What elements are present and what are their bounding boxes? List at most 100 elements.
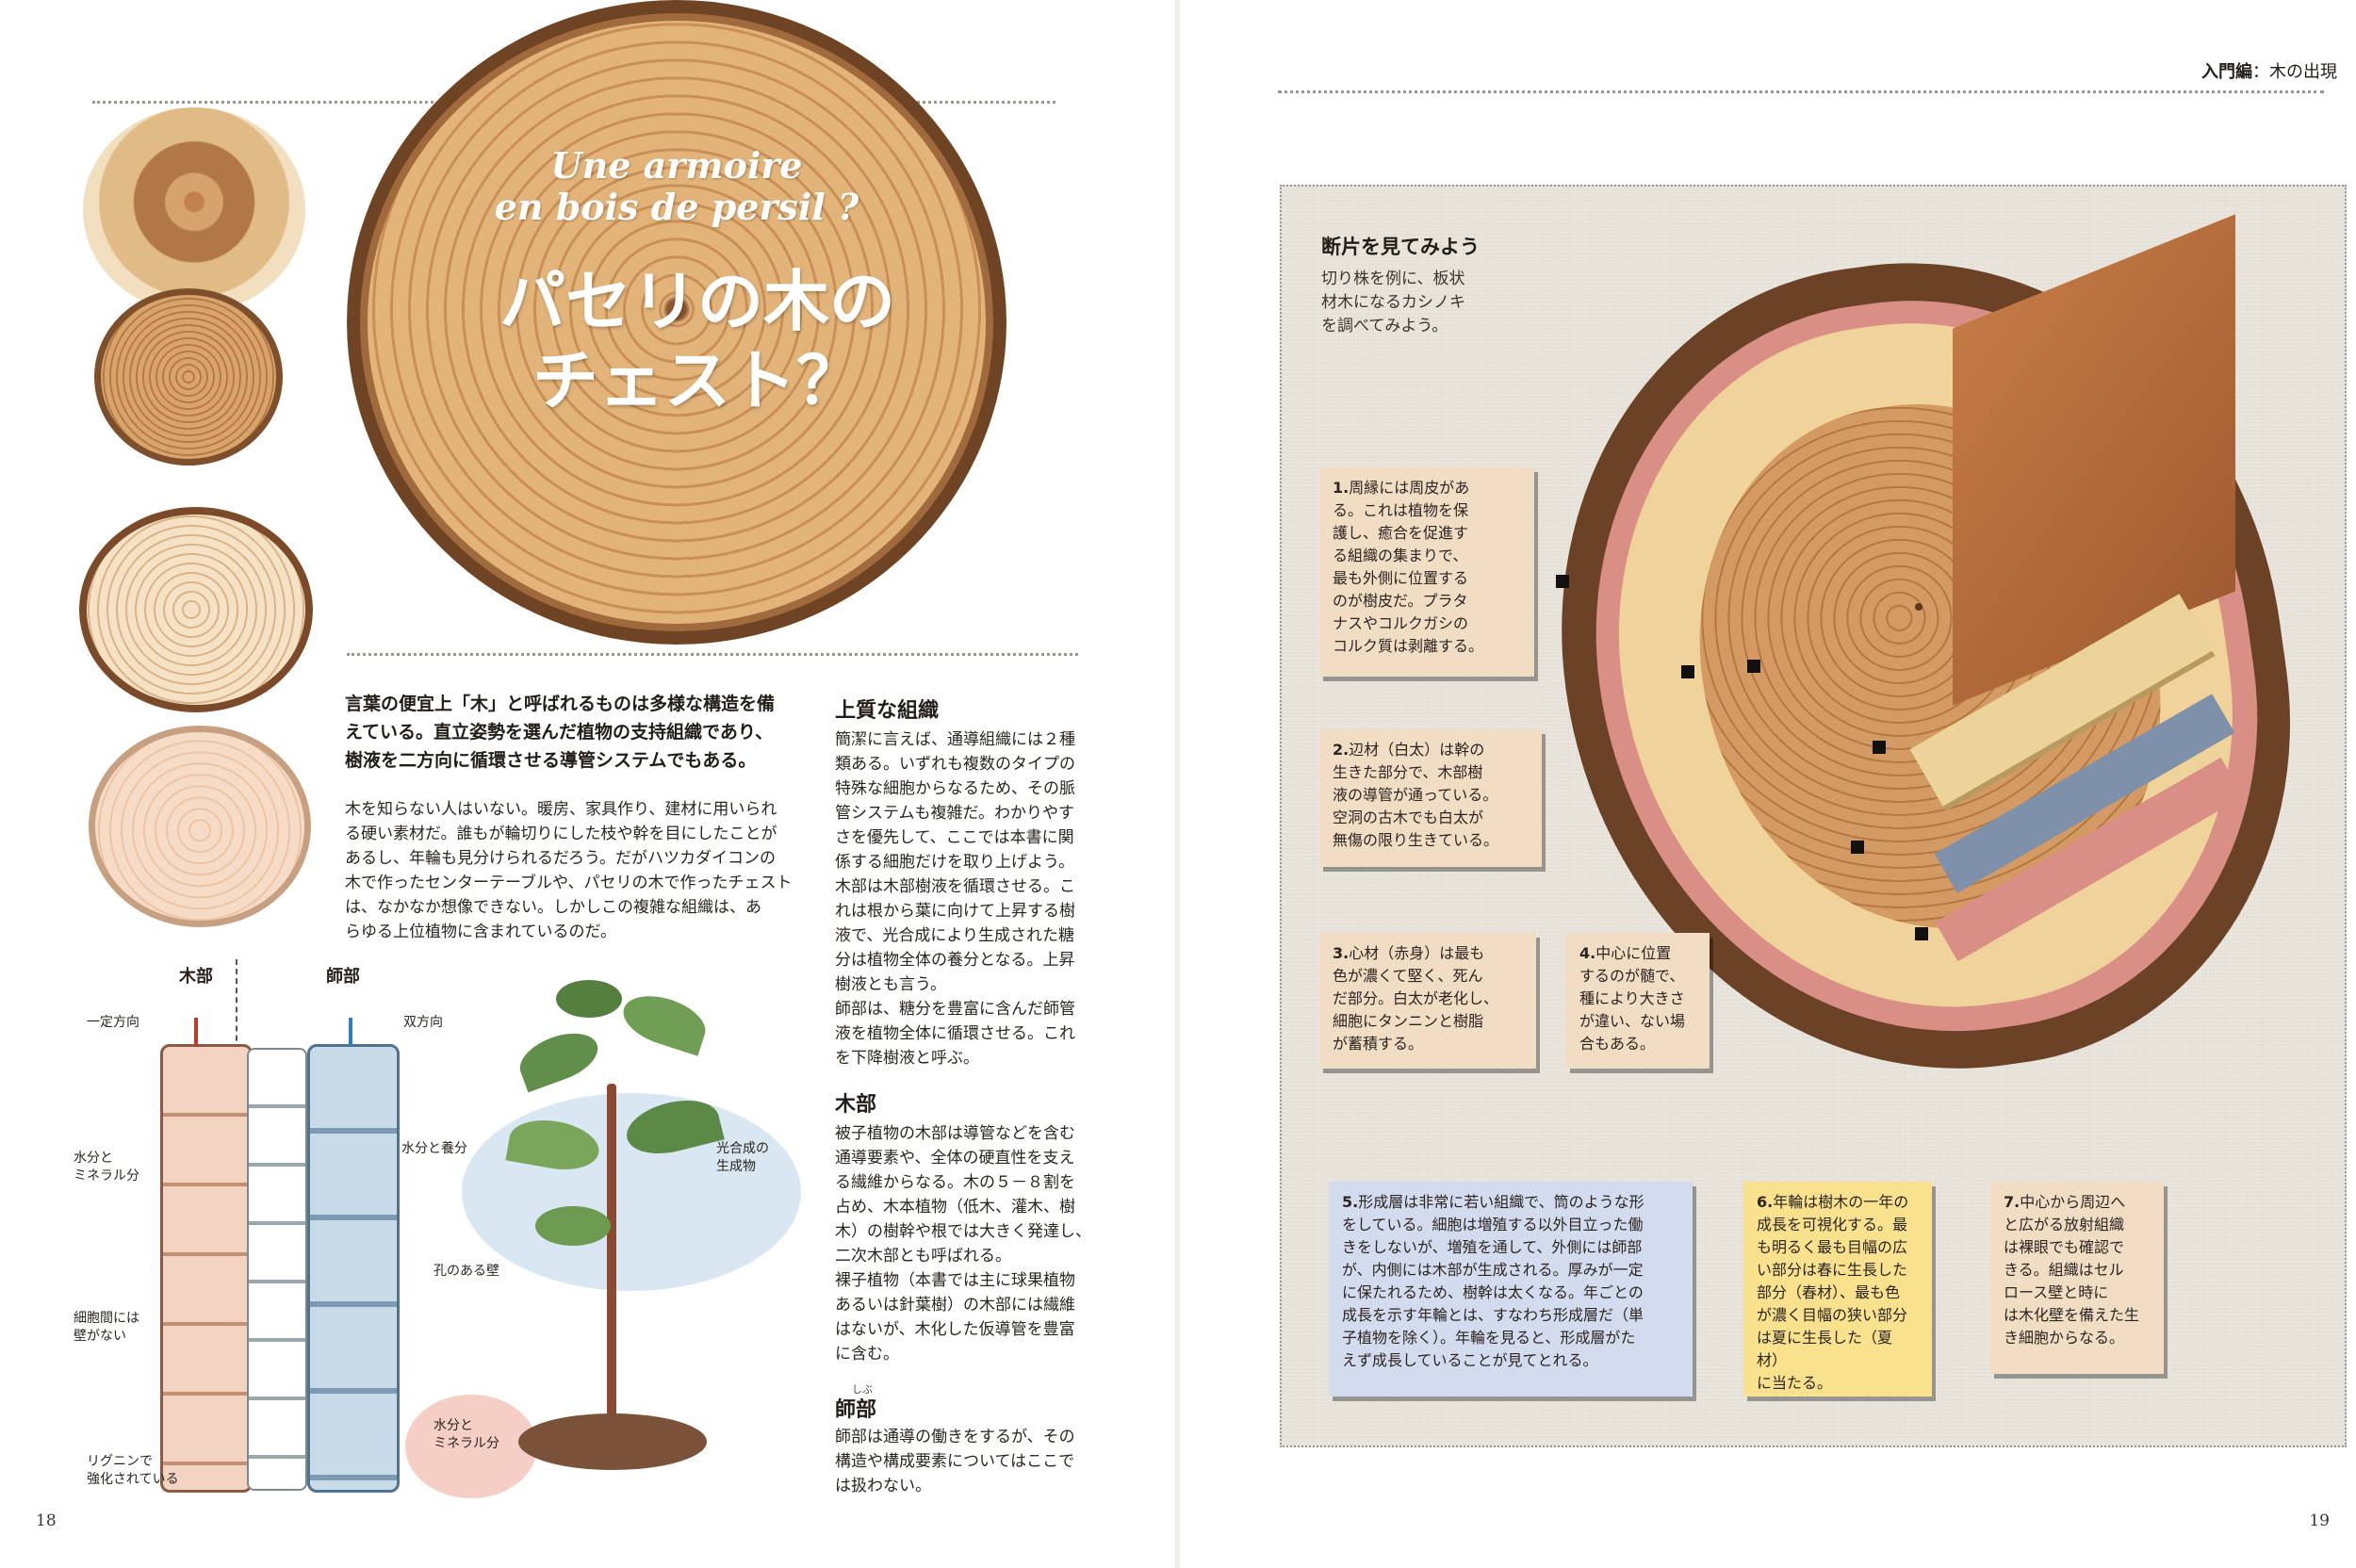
callout-text: 中心から周辺へ と広がる放射組織 は裸眼でも確認で きる。組織はセル ロース壁と… [2004,1193,2140,1347]
callout-number: 3. [1333,944,1350,962]
callout-5-cambium: 5.形成層は非常に若い組織で、筒のような形 をしている。細胞は増殖する以外目立っ… [1329,1182,1693,1396]
intro-line: は、なかなか想像できない。しかしこの複雑な組織は、あ [345,898,761,917]
callout-text: 中心に位置 するのが髄で、 種により大きさ が違い、ない場 合もある。 [1579,944,1686,1053]
left-page: Une armoire en bois de persil ? パセリの木の チ… [0,0,1176,1568]
body-line: 簡潔に言えば、通導組織には２種 [835,730,1075,749]
section-heading-phloem: 師部 [835,1398,877,1422]
label-two-way: 双方向 [403,1015,443,1030]
callout-3-heartwood: 3.心材（赤身）は最も 色が濃くて堅く、死ん だ部分。白太が老化し、 細胞にタン… [1319,933,1536,1069]
phloem-sieve-tube [307,1044,400,1493]
page-number-right: 19 [2309,1511,2330,1530]
callout-2-sapwood: 2.辺材（白太）は幹の 生きた部分で、木部樹 液の導管が通っている。 空洞の古木… [1319,729,1542,867]
up-arrow-icon [194,1018,198,1046]
label-photosynthesis: 光合成の 生成物 [716,1141,769,1174]
title-jp-line2: チェスト？ [532,342,862,419]
callout-text: 辺材（白太）は幹の 生きた部分で、木部樹 液の導管が通っている。 空洞の古木でも… [1333,741,1499,849]
xylem-vessel [160,1044,253,1493]
body-line: 木部は木部樹液を循環させる。こ [835,877,1075,896]
callout-text: 形成層は非常に若い組織で、筒のような形 をしている。細胞は増殖する以外目立った働… [1342,1193,1644,1369]
running-head-rest: ：木の出現 [2252,62,2337,82]
body-line: 占め、木本植物（低木、灌木、樹 [835,1198,1075,1217]
body-line: 液を植物全体に循環させる。これ [835,1024,1075,1043]
wood-slice-elm [94,288,283,466]
body-line: 特殊な細胞からなるため、その脈 [835,779,1075,798]
xylem-fibers [247,1048,307,1491]
intro-line: 木で作ったセンターテーブルや、パセリの木で作ったチェスト [345,874,793,892]
plant-leaf [556,980,622,1018]
callout-number: 6. [1757,1193,1774,1211]
marker-3 [1747,660,1760,673]
intro-line: 木を知らない人はいない。暖房、家具作り、建材に用いられ [345,800,777,819]
section-heading-quality: 上質な組織 [835,699,940,723]
section-quality-body: 簡潔に言えば、通導組織には２種 類ある。いずれも複数のタイプの 特殊な細胞からな… [835,727,1099,1070]
body-line: に含む。 [835,1345,899,1364]
title-jp: パセリの木の チェスト？ [443,262,952,420]
body-line: 被子植物の木部は導管などを含む [835,1124,1075,1143]
body-line: 管システムも複雑だ。わかりやす [835,804,1074,823]
callout-number: 1. [1333,479,1350,497]
title-fr-line2: en bois de persil ? [494,186,859,228]
body-line: 構造や構成要素についてはここで [835,1452,1075,1471]
mid-dotted-rule [347,653,1078,656]
callout-7-rays: 7.中心から周辺へ と広がる放射組織 は裸眼でも確認で きる。組織はセル ロース… [1990,1182,2164,1374]
lead-line: えている。直立姿勢を選んだ植物の支持組織であり、 [345,722,774,743]
body-line: 通導要素や、全体の硬直性を支え [835,1149,1075,1168]
body-line: 師部は、糖分を豊富に含んだ師管 [835,1000,1075,1019]
body-line: を下降樹液と呼ぶ。 [835,1049,979,1068]
oak-stump-illustration [1510,158,2339,1119]
section-xylem-body: 被子植物の木部は導管などを含む 通導要素や、全体の硬直性を支え る繊維からなる。… [835,1121,1099,1366]
soil-mound [518,1413,707,1470]
plant-leaf [513,1023,605,1093]
section-phloem-body: 師部は通導の働きをするが、その 構造や構成要素についてはここで は扱わない。 [835,1425,1099,1498]
ruby-shibu: しぶ [852,1383,873,1396]
lead-line: 樹液を二方向に循環させる導管システムでもある。 [345,750,757,771]
body-line: 裸子植物（本書では主に球果植物 [835,1271,1075,1290]
callout-1-periderm: 1.周縁には周皮があ る。これは植物を保 護し、癒合を促進す る組織の集まりで、… [1319,467,1534,677]
body-line: 樹液とも言う。 [835,975,946,994]
body-line: はないが、木化した仮導管を豊富 [835,1320,1075,1339]
lead-line: 言葉の便宜上「木」と呼ばれるものは多様な構造を備 [345,694,776,714]
body-line: あるいは針葉樹）の木部には繊維 [835,1296,1075,1315]
callout-text: 周縁には周皮があ る。これは植物を保 護し、癒合を促進す る組織の集まりで、 最… [1333,479,1484,655]
body-line: れは根から葉に向けて上昇する樹 [835,902,1075,921]
marker-6 [1915,927,1928,940]
body-line: 二次木部とも呼ばれる。 [835,1247,1011,1266]
callout-4-pith: 4.中心に位置 するのが髄で、 種により大きさ が違い、ない場 合もある。 [1566,933,1710,1069]
callout-text: 年輪は樹木の一年の 成長を可視化する。最 も明るく最も目幅の広 い部分は春に生長… [1757,1193,1909,1392]
wood-slice-cedar [89,726,311,927]
label-water-minerals-root: 水分と ミネラル分 [434,1418,499,1451]
body-line: 木）の樹幹や根では大きく発達し、 [835,1222,1091,1241]
callout-number: 5. [1342,1193,1359,1211]
callout-number: 4. [1579,944,1596,962]
watercolor-pink-wash [405,1395,537,1498]
plant-stem [607,1084,616,1432]
intro-line: る硬い素材だ。誰もが輪切りにした枝や幹を目にしたことが [345,825,777,843]
body-line: 分は植物全体の養分となる。上昇 [835,951,1075,970]
callout-6-growth-rings: 6.年輪は樹木の一年の 成長を可視化する。最 も明るく最も目幅の広 い部分は春に… [1743,1182,1932,1396]
section-heading-xylem: 木部 [835,1093,877,1117]
label-lignin: リグニンで 強化されている [87,1454,179,1487]
marker-4 [1873,741,1886,754]
label-water-minerals: 水分と ミネラル分 [74,1151,139,1184]
label-one-way: 一定方向 [87,1015,139,1030]
body-line: は扱わない。 [835,1477,931,1495]
wood-slice-oak [83,107,305,313]
running-head-bold: 入門編 [2201,62,2252,82]
gutter [1175,0,1181,1568]
top-dotted-rule-right [1278,90,2324,93]
right-page: 入門編：木の出現 断片を見てみよう 切り株を例に、板状 材木になるカシノキ を調… [1180,0,2356,1568]
callout-number: 7. [2004,1193,2021,1211]
label-porous-wall: 孔のある壁 [434,1264,499,1279]
up-down-arrow-icon [349,1018,352,1046]
body-line: さを優先して、ここでは本書に関 [835,828,1074,847]
label-no-walls: 細胞間には 壁がない [74,1311,139,1344]
plant-leaf [535,1206,611,1246]
lead-paragraph: 言葉の便宜上「木」と呼ばれるものは多様な構造を備 えている。直立姿勢を選んだ植物… [345,690,835,775]
hero-wood-slice [347,0,1006,645]
title-fr-line1: Une armoire [550,144,803,187]
label-xylem: 木部 [179,967,213,987]
body-line: 液で、光合成により生成された糖 [835,926,1074,945]
intro-line: あるし、年輪も見分けられるだろう。だがハツカダイコンの [345,849,776,868]
body-line: 類ある。いずれも複数のタイプの [835,755,1075,774]
